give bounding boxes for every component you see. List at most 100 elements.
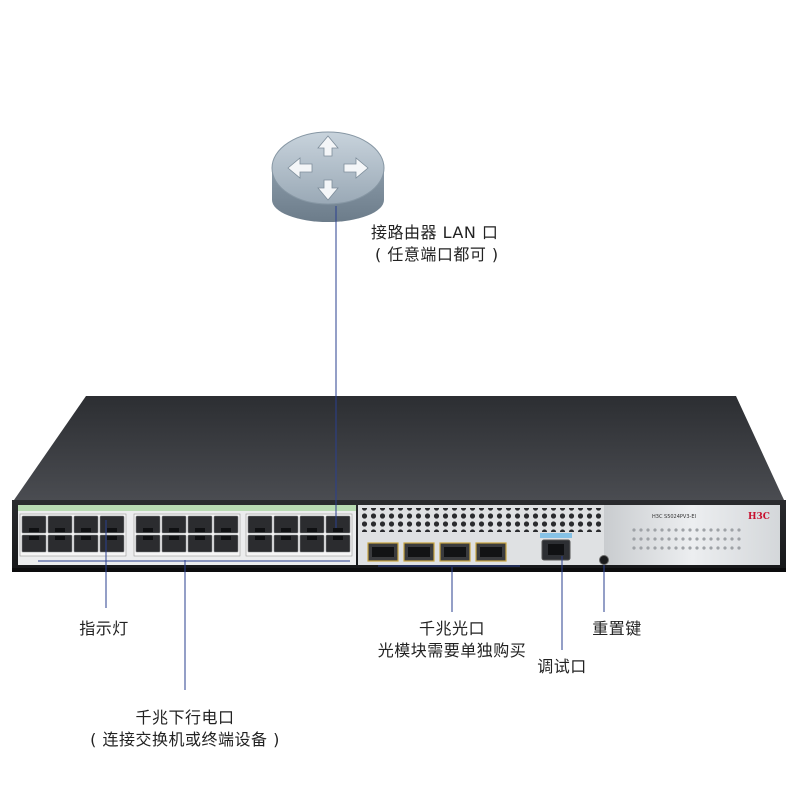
rj45-port[interactable]: [187, 515, 213, 534]
panel-led: [639, 528, 643, 532]
rj45-label: 千兆下行电口 ( 连接交换机或终端设备 ): [90, 707, 280, 751]
panel-led: [639, 546, 643, 550]
brand-logo: H3C: [748, 512, 770, 522]
panel-led: [702, 537, 706, 541]
panel-led: [688, 528, 692, 532]
sfp-port-group: [367, 542, 507, 562]
panel-led: [646, 546, 650, 550]
panel-led: [688, 537, 692, 541]
console-label-text: 调试口: [537, 657, 587, 676]
panel-led: [716, 537, 720, 541]
switch-chassis: H3C S5024PV3-EI H3C: [12, 396, 786, 572]
rj45-port[interactable]: [247, 534, 273, 553]
panel-led: [667, 528, 671, 532]
panel-led: [646, 528, 650, 532]
leader-lines: [38, 206, 605, 690]
indicator-label-text: 指示灯: [79, 619, 129, 638]
panel-led: [632, 537, 636, 541]
panel-led: [681, 546, 685, 550]
router-label: 接路由器 LAN 口 ( 任意端口都可 ): [371, 222, 499, 266]
rj45-port[interactable]: [161, 515, 187, 534]
panel-led: [660, 528, 664, 532]
rj45-port[interactable]: [47, 534, 73, 553]
panel-led: [674, 546, 678, 550]
panel-led: [660, 537, 664, 541]
panel-led: [737, 546, 741, 550]
rj45-port[interactable]: [299, 534, 325, 553]
panel-led: [653, 546, 657, 550]
router-label-line2: ( 任意端口都可 ): [375, 245, 499, 264]
rj45-port[interactable]: [213, 534, 239, 553]
panel-led: [688, 546, 692, 550]
sfp-label: 千兆光口 光模块需要单独购买: [378, 618, 527, 662]
panel-led: [632, 528, 636, 532]
rj45-port[interactable]: [161, 534, 187, 553]
rj45-port[interactable]: [273, 534, 299, 553]
panel-led: [660, 546, 664, 550]
rj45-port[interactable]: [273, 515, 299, 534]
rj45-port[interactable]: [21, 534, 47, 553]
rj45-port[interactable]: [135, 515, 161, 534]
panel-led: [674, 528, 678, 532]
rj45-port[interactable]: [299, 515, 325, 534]
console-label-strip: [540, 533, 572, 538]
panel-led: [702, 528, 706, 532]
panel-led: [709, 537, 713, 541]
panel-led: [716, 546, 720, 550]
rj45-port[interactable]: [187, 534, 213, 553]
svg-text:H3C S5024PV3-EI: H3C S5024PV3-EI: [652, 514, 696, 520]
panel-led: [695, 528, 699, 532]
rj45-port-group: [19, 513, 353, 557]
panel-led: [716, 528, 720, 532]
status-panel: [604, 505, 780, 565]
panel-led: [653, 528, 657, 532]
panel-led: [723, 537, 727, 541]
reset-button[interactable]: [599, 555, 609, 565]
panel-led: [681, 537, 685, 541]
panel-led: [702, 546, 706, 550]
panel-led: [674, 537, 678, 541]
panel-led: [730, 537, 734, 541]
rj45-port[interactable]: [21, 515, 47, 534]
panel-led: [695, 537, 699, 541]
rj45-port[interactable]: [135, 534, 161, 553]
rj45-port[interactable]: [247, 515, 273, 534]
indicator-label: 指示灯: [79, 618, 129, 640]
rj45-port[interactable]: [213, 515, 239, 534]
panel-led: [737, 537, 741, 541]
sfp-label-line2: 光模块需要单独购买: [377, 641, 527, 660]
sfp-label-line1: 千兆光口: [418, 619, 486, 638]
panel-led: [709, 546, 713, 550]
router: [271, 131, 385, 222]
router-label-line1: 接路由器 LAN 口: [371, 223, 499, 242]
reset-label: 重置键: [592, 618, 642, 640]
rj45-port[interactable]: [325, 534, 351, 553]
panel-led: [681, 528, 685, 532]
panel-led: [667, 546, 671, 550]
console-label: 调试口: [537, 656, 587, 678]
vent-holes: [362, 508, 602, 532]
panel-led: [730, 528, 734, 532]
panel-led: [730, 546, 734, 550]
panel-led: [695, 546, 699, 550]
rj45-port[interactable]: [47, 515, 73, 534]
rj45-label-line1: 千兆下行电口: [135, 708, 235, 727]
rj45-port[interactable]: [73, 515, 99, 534]
panel-led: [646, 537, 650, 541]
router-arrows-icon: [287, 135, 369, 201]
panel-led: [639, 537, 643, 541]
panel-led: [709, 528, 713, 532]
panel-led: [632, 546, 636, 550]
rj45-port[interactable]: [325, 515, 351, 534]
indicator-strip: [18, 505, 356, 511]
panel-led-grid: [632, 528, 741, 550]
panel-led: [653, 537, 657, 541]
rj45-port[interactable]: [73, 534, 99, 553]
rj45-label-line2: ( 连接交换机或终端设备 ): [90, 730, 280, 749]
panel-led: [667, 537, 671, 541]
panel-led: [723, 528, 727, 532]
panel-led: [723, 546, 727, 550]
panel-led: [737, 528, 741, 532]
